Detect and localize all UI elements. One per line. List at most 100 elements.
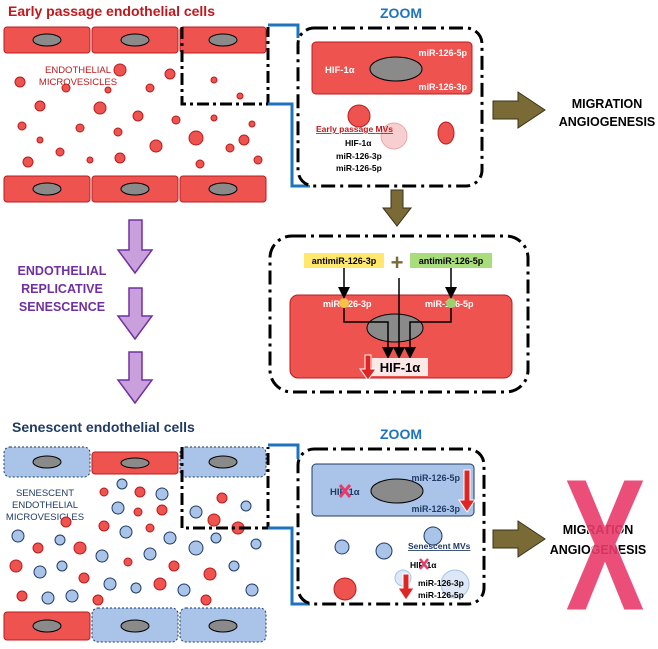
antimir-5p-badge [410,253,492,268]
microvesicle [195,159,205,169]
microvesicle [36,136,44,144]
olive-arrow-right [492,91,546,129]
microvesicle [119,525,133,539]
microvesicle [11,529,25,543]
antimir-nucleus [366,313,424,343]
microvesicle [203,567,217,581]
microvesicle [104,86,112,94]
zoom-top-mir3p: miR-126-3p [418,82,467,92]
bottom-mv-title: Senescent MVs [408,541,471,551]
cross-icon [338,484,352,498]
microvesicle [143,547,157,561]
big-cross-icon [565,479,645,611]
microvesicle [225,143,235,153]
top-mv-mir5p: miR-126-5p [336,163,382,173]
nucleus [120,182,150,196]
nucleus [208,619,238,633]
microvesicle [86,156,94,164]
bottom-cell-row [3,446,267,478]
microvesicle [14,76,26,88]
hif-highlight [372,358,428,376]
senescence-label-1: ENDOTHELIAL [18,264,107,278]
microvesicle [113,63,127,77]
antimir-5p-dot [446,298,456,308]
zoom-nucleus [369,56,423,82]
microvesicle [55,147,65,157]
top-mv-title: Early passage MVs [316,124,393,134]
microvesicle [210,532,222,544]
microvesicle [92,594,104,606]
purple-arrows [116,219,154,405]
zoom-source-box [180,27,270,106]
microvesicle [245,583,259,597]
microvesicle [155,487,169,501]
nucleus [208,33,238,47]
microvesicle [163,531,177,545]
microvesicle [375,542,393,560]
bottom-mv-mir5p: miR-126-5p [418,590,464,600]
cross-icon [419,558,429,570]
nucleus [208,182,238,196]
microvesicle [347,104,371,128]
zoom-line [268,23,300,38]
microvesicle [41,591,55,605]
nucleus [208,455,238,469]
microvesicle [54,534,66,546]
microvesicle [250,538,262,550]
microvesicle [133,507,143,517]
microvesicle [333,577,357,601]
microvesicle [134,486,146,498]
microvesicle [132,110,144,122]
microvesicle [253,155,263,165]
microvesicle [236,92,244,100]
senescence-label-3: SENESCENCE [19,300,105,314]
nucleus [32,33,62,47]
microvesicle [248,120,256,128]
microvesicle [216,492,228,504]
bottom-title: Senescent endothelial cells [12,419,195,435]
microvesicle [73,541,87,555]
bottom-cell-row-bottom [3,607,267,643]
antimir-cell-hif: HIF-1α [380,360,421,375]
microvesicle [228,560,240,572]
microvesicle [103,577,117,591]
inhibition-lines [338,268,457,359]
microvesicle [16,590,28,602]
microvesicle [188,540,204,556]
zoom-nucleus [370,478,424,504]
bottom-mv-label-1: SENESCENT [16,488,74,499]
purple-arrow-down [116,219,154,275]
microvesicle [78,572,90,584]
microvesicle [149,139,163,153]
microvesicle [32,542,44,554]
microvesicle [75,123,85,133]
top-cell-row-bottom [3,175,267,203]
zoom-bottom-mir5p: miR-126-5p [411,473,460,483]
top-mv-label-2: MICROVESICLES [39,77,117,88]
zoom-top-hif: HIF-1α [325,65,355,76]
olive-arrow-down [381,189,413,227]
top-zoom-label: ZOOM [380,5,422,21]
microvesicle [123,557,133,567]
bottom-mv-label-3: MICROVESICLES [6,512,84,523]
microvesicle [200,594,212,606]
bottom-mv-label-2: ENDOTHELIAL [12,500,78,511]
purple-arrow-down [116,287,154,341]
microvesicle [22,156,34,168]
microvesicle [334,539,350,555]
microvesicle [156,504,168,516]
zoom-source-box [180,447,270,530]
top-outcome-2: ANGIOGENESIS [559,115,656,129]
microvesicle [177,583,191,597]
microvesicle [188,130,204,146]
mv-with-cargo [380,122,408,150]
microvesicle [65,589,79,603]
microvesicle [61,83,71,93]
purple-arrow-down [116,351,154,405]
microvesicle [95,549,109,563]
microvesicle [98,520,110,532]
antimir-3p-label: antimiR-126-3p [312,256,377,266]
zoom-bottom-mir3p: miR-126-3p [411,504,460,514]
